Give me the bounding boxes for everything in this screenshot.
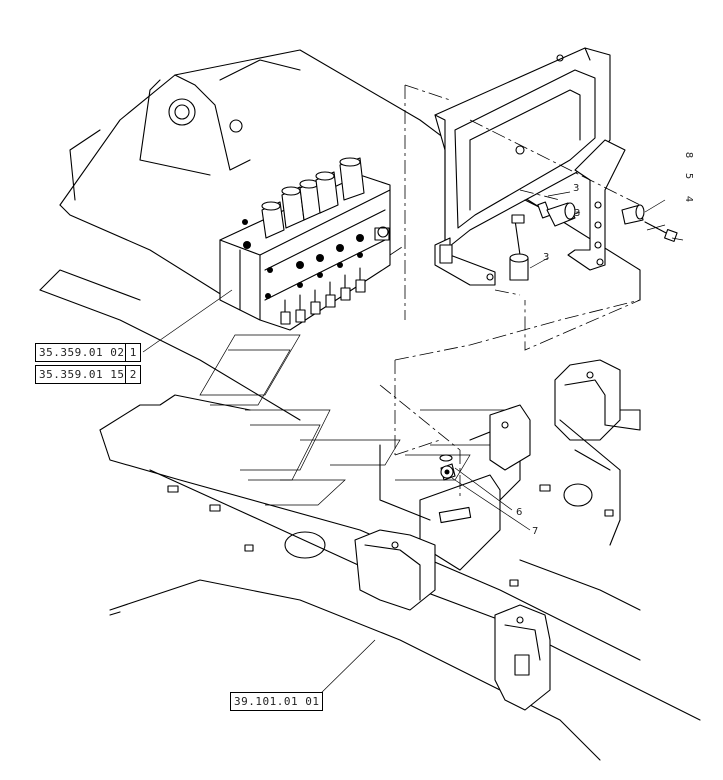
- right-brackets: [354, 359, 641, 711]
- leader-lines: [142, 191, 684, 701]
- assembly-centerlines: [379, 84, 641, 500]
- control-valve-block: [219, 157, 391, 331]
- chassis-frame: [39, 49, 701, 761]
- valve-mounting-frame: [434, 47, 626, 286]
- callout-6: 6: [516, 507, 523, 518]
- hardware-parts: [439, 199, 678, 481]
- reference-code-2: 35.359.01 15: [35, 365, 129, 384]
- reference-index-1: 1: [125, 343, 141, 362]
- callout-7: 7: [532, 526, 539, 537]
- callout-3a: 3: [573, 183, 580, 194]
- solenoid-row: [261, 157, 365, 239]
- callout-5: 5: [683, 172, 695, 180]
- reference-code-3: 39.101.01 01: [230, 692, 324, 711]
- callout-3c: 3: [543, 252, 550, 263]
- port-fittings: [242, 219, 390, 325]
- callout-4: 4: [683, 195, 695, 203]
- watermark-logo: [199, 334, 521, 506]
- reference-code-1: 35.359.01 02: [35, 343, 129, 362]
- reference-index-2: 2: [125, 365, 141, 384]
- callout-8: 8: [683, 151, 695, 159]
- callout-3b: 3: [574, 208, 581, 219]
